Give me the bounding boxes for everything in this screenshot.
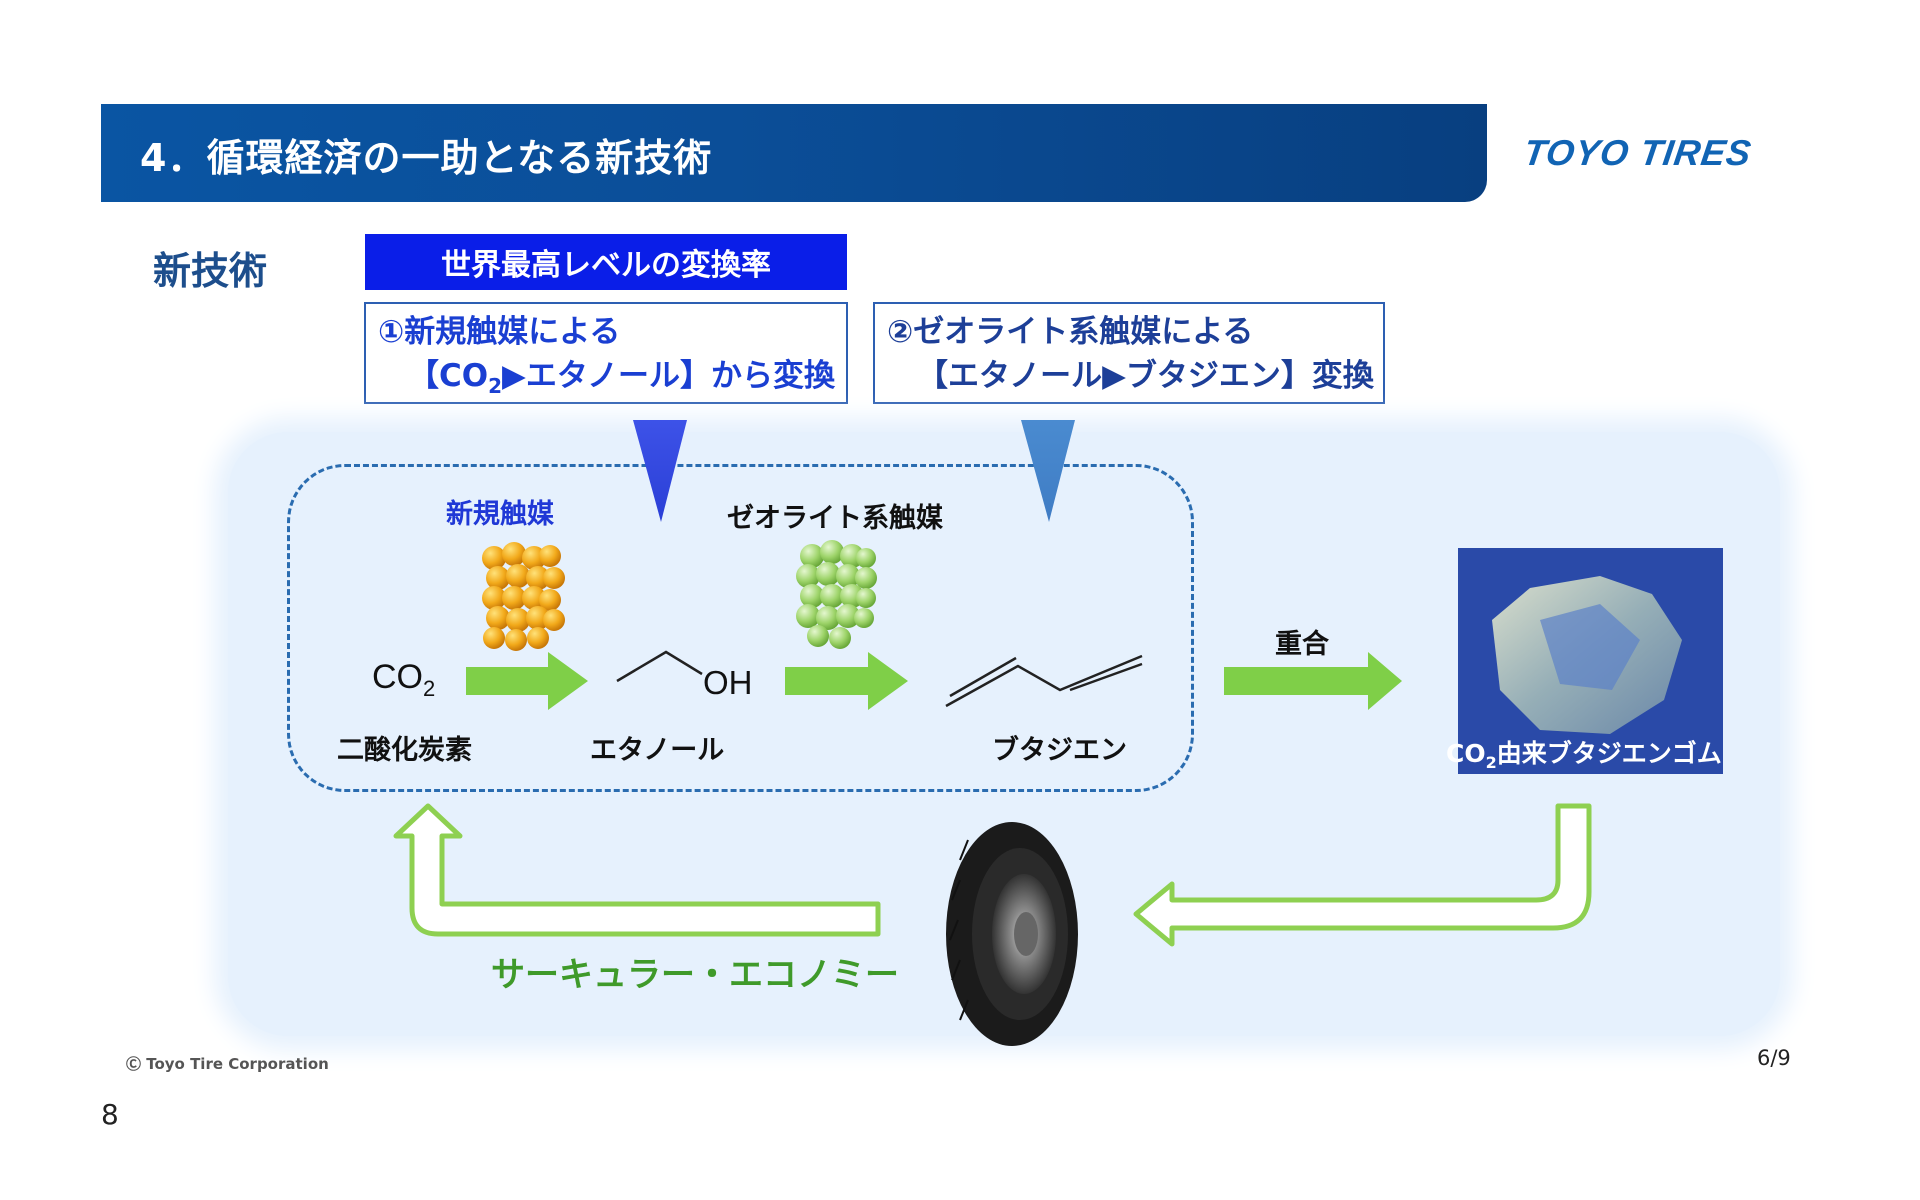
callout-2-line1: ②ゼオライト系触媒による	[887, 314, 1254, 350]
ethanol-structure	[616, 650, 703, 683]
zeolite-catalyst-icon	[796, 540, 877, 649]
butadiene-structure	[945, 654, 1143, 708]
slide-number: 8	[101, 1098, 119, 1131]
butadiene-rubber-photo	[1458, 548, 1723, 774]
callout-new-catalyst: ①新規触媒による 【CO2▶エタノール】から変換	[364, 302, 848, 404]
pointer-triangle-1	[633, 420, 687, 522]
tire-image	[946, 822, 1078, 1046]
header-bar	[101, 104, 1487, 202]
return-arrow-right	[1133, 803, 1592, 947]
arrow-ethanol-to-butadiene	[785, 652, 908, 710]
zeolite-catalyst-label: ゼオライト系触媒	[727, 503, 943, 534]
callout-2-line2: 【エタノール▶ブタジエン】変換	[917, 358, 1374, 394]
butadiene-name: ブタジエン	[992, 735, 1127, 766]
callout-1-line2: 【CO2▶エタノール】から変換	[378, 354, 846, 408]
circular-economy-label: サーキュラー・エコノミー	[491, 955, 899, 995]
callout-1-line2-a: 【CO	[408, 358, 489, 394]
rubber-caption-b: 由来ブタジエンゴム	[1496, 739, 1722, 768]
conversion-boundary	[287, 464, 1194, 792]
highlight-box: 世界最高レベルの変換率	[365, 234, 847, 290]
callout-1-line2-b: ▶エタノール】から変換	[502, 358, 835, 394]
callout-1-line1: ①新規触媒による	[378, 314, 621, 350]
pointer-triangle-2	[1021, 420, 1075, 522]
polymerization-label: 重合	[1275, 629, 1329, 660]
co2-name: 二酸化炭素	[337, 735, 472, 766]
rubber-caption: CO2由来ブタジエンゴム	[1446, 734, 1722, 772]
oh-group-label: OH	[703, 664, 753, 701]
return-arrow-left	[393, 803, 881, 937]
co2-sub: 2	[423, 675, 436, 701]
copyright: Ⓒ Toyo Tire Corporation	[126, 1055, 329, 1073]
co2-main: CO	[372, 658, 423, 696]
page-title: 4．循環経済の一助となる新技術	[140, 136, 713, 180]
co2-formula: CO2	[372, 658, 435, 702]
new-catalyst-icon	[482, 542, 565, 651]
callout-1-line2-sub: 2	[488, 374, 503, 399]
rubber-caption-a: CO	[1446, 739, 1486, 768]
new-catalyst-label: 新規触媒	[446, 499, 554, 530]
rubber-caption-sub: 2	[1485, 753, 1497, 772]
page-index: 6/9	[1757, 1046, 1791, 1070]
section-label: 新技術	[153, 249, 268, 293]
callout-zeolite-catalyst: ②ゼオライト系触媒による 【エタノール▶ブタジエン】変換	[873, 302, 1385, 404]
arrow-polymerization	[1224, 652, 1402, 710]
arrow-co2-to-ethanol	[466, 652, 588, 710]
ethanol-name: エタノール	[590, 735, 725, 766]
